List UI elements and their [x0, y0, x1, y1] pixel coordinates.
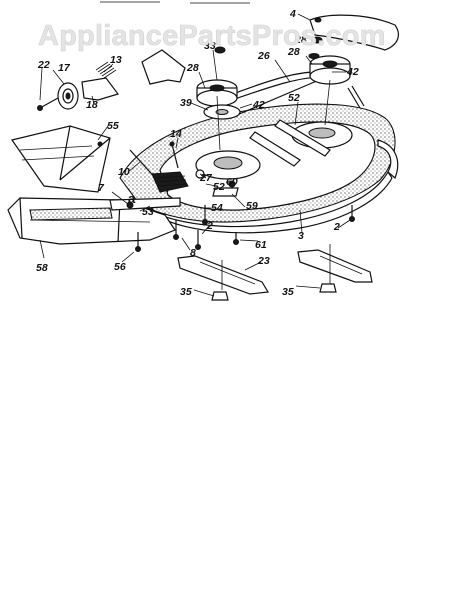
callout-61: 61	[255, 239, 267, 251]
callout-7: 7	[98, 182, 105, 194]
spindle-nut-left	[214, 46, 226, 54]
callout-42: 42	[346, 66, 359, 78]
callout-52: 52	[213, 181, 225, 193]
callout-13: 13	[110, 54, 122, 66]
callout-2: 2	[206, 220, 213, 232]
nut-7	[126, 201, 134, 209]
deck-bracket-right	[274, 119, 331, 157]
callout-17: 17	[58, 62, 71, 74]
watermark-text: AppliancePartsPros.com	[38, 20, 386, 52]
front-baffle-58	[7, 197, 176, 245]
callout-28: 28	[186, 62, 199, 74]
blade-bolt-35-left	[211, 291, 229, 301]
callout-18: 18	[86, 99, 98, 111]
idler-bracket	[141, 49, 186, 85]
callout-22: 22	[37, 59, 50, 71]
idler-linkage-27	[151, 169, 205, 193]
callout-56: 56	[114, 261, 126, 273]
callout-60: 60	[226, 176, 238, 188]
idler-spring-right	[347, 85, 365, 109]
bracket-59	[212, 187, 239, 197]
callout-35: 35	[282, 286, 294, 298]
washer-28-right	[308, 53, 320, 59]
callout-23: 23	[257, 255, 270, 267]
callout-35: 35	[180, 286, 192, 298]
left-pulley-assembly	[196, 79, 241, 151]
callout-14: 14	[170, 128, 182, 140]
discharge-chute	[11, 125, 111, 193]
bolt-14	[171, 143, 179, 169]
callout-a: a	[128, 191, 136, 206]
belt-guard-top-right	[309, 14, 399, 51]
right-spindle-hub	[308, 127, 336, 139]
callout-54: 54	[211, 202, 223, 214]
callout-3: 3	[298, 230, 304, 242]
bolt-22	[39, 97, 59, 109]
left-spindle-hub	[213, 156, 243, 170]
callout-53: 53	[142, 206, 154, 218]
callout-59: 59	[246, 200, 258, 212]
callout-28: 28	[287, 46, 300, 58]
top-edge-marks	[100, 1, 250, 4]
blade-bolt-35-right	[319, 283, 337, 293]
callout-27: 27	[199, 172, 213, 184]
callout-33: 33	[204, 40, 216, 52]
callout-labels: 4 33 26 28 28 28 42 42 22 17 13 18 39 52…	[36, 8, 359, 298]
callout-42: 42	[252, 99, 265, 111]
callout-4: 4	[289, 8, 296, 20]
callout-2: 2	[333, 221, 340, 233]
spindle-nut-right	[311, 36, 323, 44]
deck-bracket-center	[249, 131, 301, 167]
callout-10: 10	[118, 166, 130, 178]
mower-blade-left	[177, 255, 269, 295]
callout-8: 8	[190, 247, 196, 259]
callout-52: 52	[288, 92, 300, 104]
leader-lines	[39, 13, 351, 297]
callout-58: 58	[36, 262, 48, 274]
callout-39: 39	[180, 97, 192, 109]
bracket-18	[81, 77, 119, 101]
mower-blade-right	[297, 249, 373, 283]
callout-28: 28	[294, 34, 307, 46]
callout-26: 26	[257, 50, 270, 62]
callout-55: 55	[107, 120, 119, 132]
